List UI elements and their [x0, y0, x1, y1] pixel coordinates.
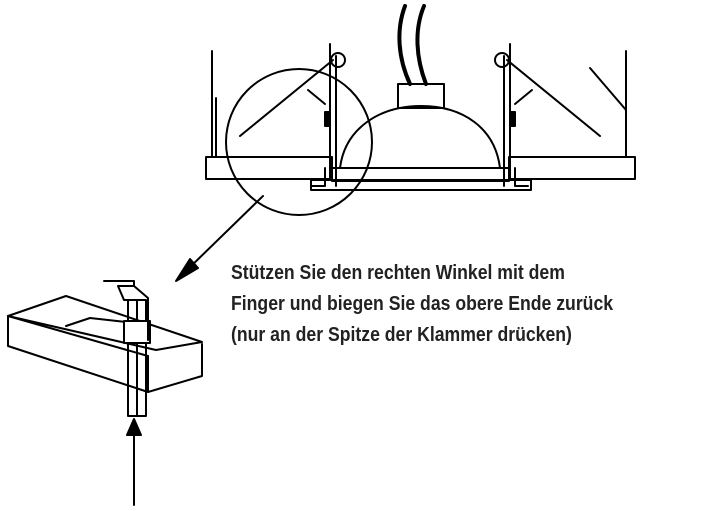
instruction-line-1: Stützen Sie den rechten Winkel mit dem	[231, 261, 565, 284]
instruction-text: Stützen Sie den rechten Winkel mit dem F…	[231, 257, 644, 350]
power-cable-left	[399, 6, 410, 84]
ceiling-board-left	[206, 157, 332, 179]
board-top	[8, 296, 202, 350]
clip-detail-view	[8, 281, 202, 416]
detail-highlight-circle	[226, 69, 372, 215]
ceiling-board-right	[509, 157, 635, 179]
callout-arrow	[176, 196, 263, 281]
reflector-dome	[340, 106, 500, 168]
lamp-socket	[398, 84, 444, 108]
push-arrow	[127, 419, 141, 505]
board-front	[8, 316, 148, 392]
clip-bent-top	[104, 281, 148, 340]
board-side	[148, 344, 202, 392]
instruction-line-3: (nur an der Spitze der Klammer drücken)	[231, 323, 572, 346]
housing-inner-right	[590, 68, 626, 110]
spring-clip-left	[240, 44, 345, 186]
spring-clip-right	[495, 44, 600, 186]
fixture-cross-section	[206, 6, 635, 215]
power-cable-right	[417, 6, 426, 84]
instruction-line-2: Finger und biegen Sie das obere Ende zur…	[231, 292, 614, 315]
